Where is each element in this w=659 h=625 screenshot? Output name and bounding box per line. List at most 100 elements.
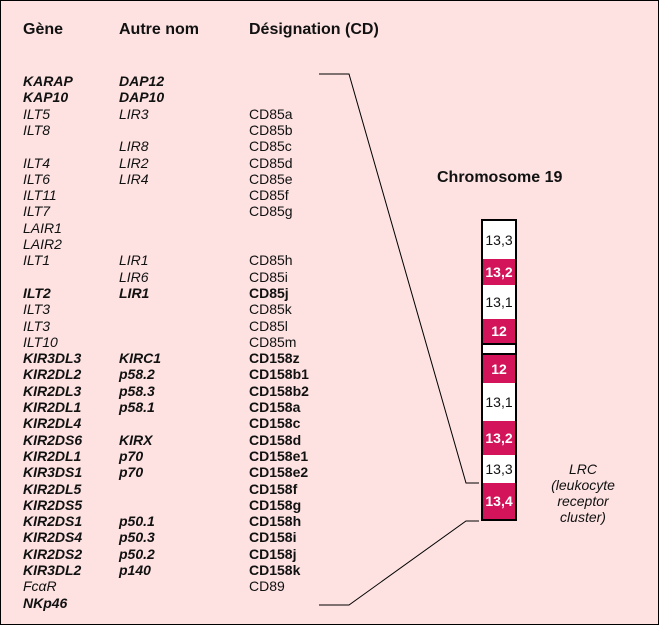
gene-name: ILT4: [23, 154, 50, 171]
lrc-label-line: LRC: [568, 461, 597, 477]
gene-name: NKp46: [23, 594, 68, 611]
header-other-name: Autre nom: [119, 21, 199, 38]
gene-name: KIR2DL3: [23, 382, 82, 399]
cd-designation: CD158f: [249, 480, 298, 497]
other-name: p58.2: [119, 366, 155, 383]
other-name: p70: [119, 464, 144, 481]
gene-name: ILT3: [23, 301, 50, 318]
cd-designation: CD85k: [249, 301, 292, 318]
gene-name: KARAP: [23, 73, 73, 89]
gene-name: KIR2DS6: [23, 431, 83, 448]
cd-designation: CD158g: [249, 496, 302, 513]
other-name: LIR8: [119, 138, 149, 155]
gene-name: KIR2DS4: [23, 529, 83, 546]
other-name: LIR1: [119, 284, 150, 301]
cd-designation: CD158d: [249, 431, 302, 448]
gene-name: KIR2DL4: [23, 415, 82, 432]
centromere: [481, 345, 517, 353]
lower-bracket-line: [319, 520, 479, 606]
cd-designation: CD85f: [249, 187, 289, 204]
cd-designation: CD85g: [249, 203, 293, 220]
other-name: p50.3: [119, 529, 155, 546]
chromosome-band: 13,1: [481, 285, 517, 319]
cd-designation: CD158j: [249, 545, 297, 562]
gene-name: ILT1: [23, 252, 50, 269]
cd-designation: CD85m: [249, 333, 297, 350]
lrc-label-line: (leukocyte: [551, 477, 615, 493]
cd-designation: CD158i: [249, 529, 297, 546]
gene-name: LAIR2: [23, 236, 62, 252]
lrc-label: LRC (leukocyte receptor cluster): [535, 461, 631, 525]
cd-designation: CD158k: [249, 562, 301, 578]
gene-name: ILT11: [23, 187, 57, 204]
cd-designation: CD85c: [249, 138, 292, 155]
cd-designation: CD85d: [249, 154, 293, 171]
cd-designation: CD85l: [249, 317, 288, 334]
other-name: p58.1: [119, 399, 155, 415]
other-name: p50.1: [119, 513, 155, 530]
header-gene: Gène: [23, 21, 64, 38]
gene-name: KIR2DS2: [23, 545, 83, 562]
cd-designation: CD85j: [249, 284, 289, 301]
cd-designation: CD158b1: [249, 366, 309, 383]
chromosome-band: 13,3: [481, 455, 517, 483]
chromosome-title: Chromosome 19: [437, 169, 563, 186]
other-name: p50.2: [119, 545, 155, 562]
cd-designation: CD158e1: [249, 447, 309, 464]
gene-name: LAIR1: [23, 219, 62, 236]
gene-name: KIR3DS1: [23, 464, 83, 481]
gene-name: KIR2DL2: [23, 366, 82, 383]
gene-name: KIR2DL5: [23, 480, 82, 497]
cd-designation: CD85i: [249, 268, 288, 285]
gene-name: ILT5: [23, 105, 50, 122]
other-name: LIR1: [119, 252, 149, 269]
other-name: p70: [119, 447, 144, 464]
lrc-label-line: cluster): [560, 509, 606, 525]
gene-name: KIR3DL3: [23, 350, 82, 367]
cd-designation: CD85a: [249, 105, 293, 122]
gene-name: ILT10: [23, 333, 58, 350]
gene-name: KAP10: [23, 89, 69, 106]
header-cd-designation: Désignation (CD): [249, 21, 379, 38]
other-name: KIRX: [119, 431, 153, 448]
chromosome-band: 12: [481, 319, 517, 345]
gene-name: KIR2DL1: [23, 399, 82, 415]
cd-designation: CD158b2: [249, 382, 309, 399]
other-name: p58.3: [119, 382, 155, 399]
lrc-label-line: receptor: [557, 493, 609, 509]
gene-name: KIR2DL1: [23, 447, 82, 464]
cd-designation: CD85b: [249, 121, 293, 138]
gene-name: KIR2DS1: [23, 513, 83, 530]
other-name: p140: [119, 562, 151, 578]
chromosome-band: 13,4: [481, 483, 517, 521]
chromosome-band: 13,2: [481, 421, 517, 455]
upper-bracket-line: [319, 73, 479, 484]
other-name: LIR2: [119, 154, 149, 171]
cd-designation: CD158a: [249, 399, 301, 415]
cd-designation: CD89: [249, 578, 285, 595]
cd-designation: CD158e2: [249, 464, 309, 481]
chromosome-band: 12: [481, 353, 517, 383]
gene-name: ILT8: [23, 121, 50, 138]
other-name: LIR3: [119, 105, 149, 122]
gene-name: FcαR: [23, 578, 57, 595]
other-name: LIR6: [119, 268, 149, 285]
chromosome-band: 13,1: [481, 383, 517, 421]
cd-designation: CD158h: [249, 513, 302, 530]
cd-designation: CD85h: [249, 252, 293, 269]
cd-designation: CD158z: [249, 350, 300, 367]
gene-name: ILT2: [23, 284, 51, 301]
gene-name: KIR3DL2: [23, 562, 82, 578]
gene-name: ILT7: [23, 203, 50, 220]
other-name: KIRC1: [119, 350, 162, 367]
chromosome-band: 13,3: [481, 219, 517, 259]
gene-name: KIR2DS5: [23, 496, 83, 513]
gene-name: ILT6: [23, 170, 50, 187]
cd-designation: CD85e: [249, 170, 293, 187]
other-name: DAP12: [119, 73, 165, 89]
gene-name: ILT3: [23, 317, 50, 334]
other-name: DAP10: [119, 89, 165, 106]
cd-designation: CD158c: [249, 415, 301, 432]
